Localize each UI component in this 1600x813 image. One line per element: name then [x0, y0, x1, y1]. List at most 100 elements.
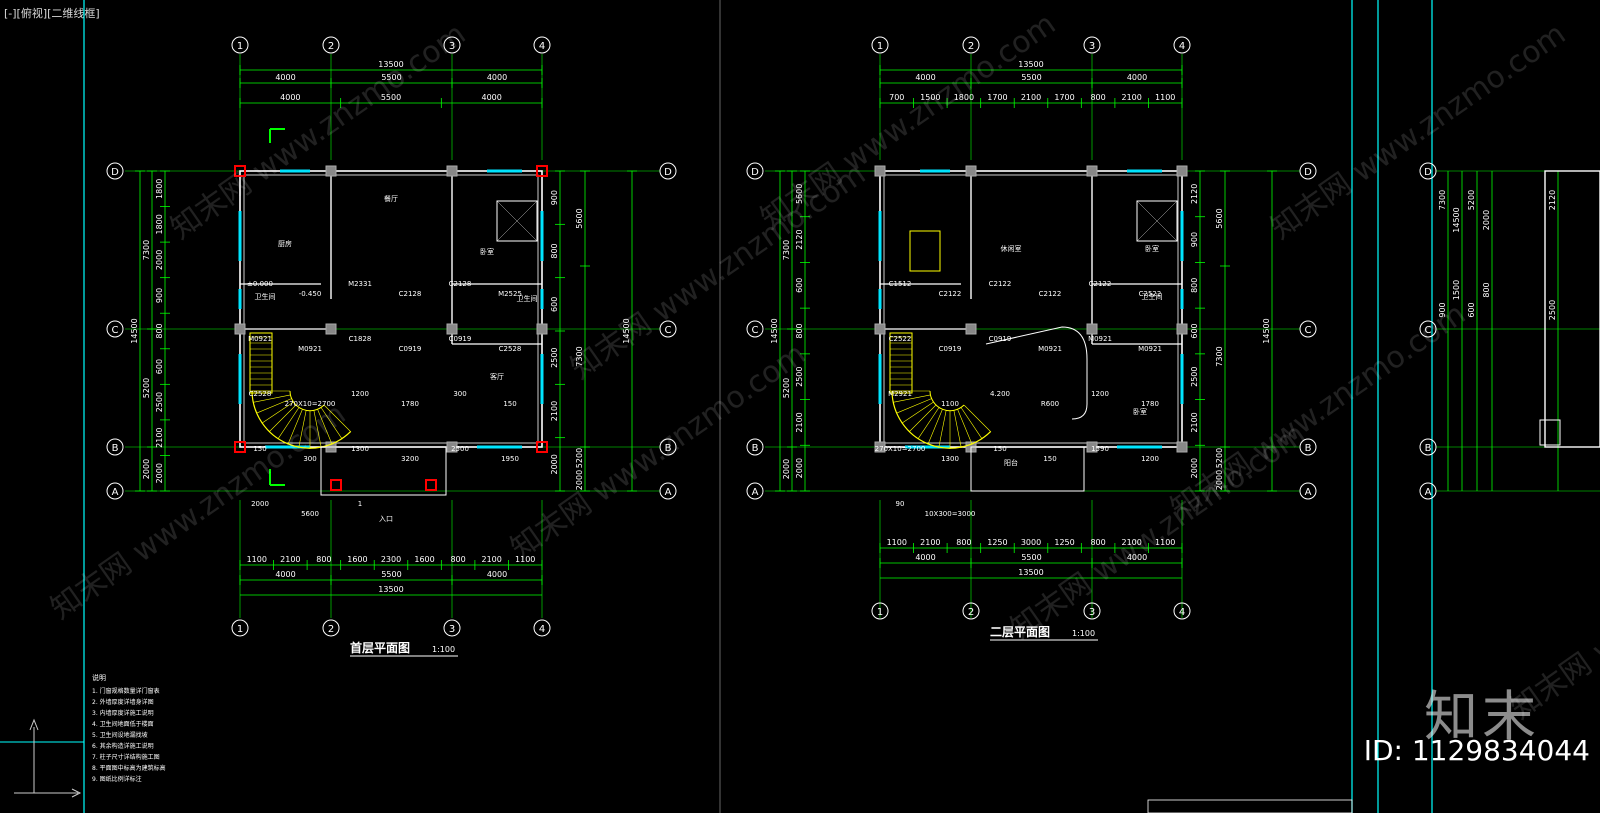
axis-label: D	[111, 167, 119, 178]
note-line: 5. 卫生间设地漏找坡	[92, 731, 148, 739]
plan-annotation: C1828	[349, 335, 372, 343]
plan-annotation: M0921	[1038, 345, 1062, 353]
room-label: 卫生间	[517, 294, 538, 303]
axis-bubble	[1083, 36, 1101, 54]
axis-label: 2	[968, 607, 974, 618]
dim-label: 4000	[915, 73, 935, 82]
axis-bubble	[231, 619, 249, 637]
dim-label: 5200	[782, 378, 791, 398]
axis-bubble	[443, 619, 461, 637]
dim-label: 600	[550, 297, 559, 312]
dim-label: 4000	[915, 553, 935, 562]
plan-annotation: M0921	[1088, 335, 1112, 343]
dim-label: 5600	[1215, 208, 1224, 228]
structural-column	[1086, 441, 1098, 453]
axis-label: 1	[237, 41, 243, 52]
axis-bubble	[659, 438, 677, 456]
stair-tread	[256, 398, 292, 414]
axis-label: C	[112, 325, 119, 336]
note-line: 6. 其余构造详施工说明	[92, 742, 154, 750]
axis-bubble	[746, 438, 764, 456]
dim-label: 2000	[795, 458, 804, 478]
exterior-wall	[1544, 170, 1600, 448]
axis-label: B	[112, 443, 119, 454]
plan-annotation: ±0.000	[247, 280, 273, 288]
exterior-wall-inner	[883, 174, 1179, 444]
axis-label: A	[112, 487, 119, 498]
plan-annotation: C2522	[1139, 290, 1162, 298]
stair-tread	[253, 394, 291, 403]
dim-label: 2000	[1215, 470, 1224, 490]
structural-column	[325, 165, 337, 177]
plan-annotation: 150	[253, 445, 266, 453]
axis-bubble	[1299, 162, 1317, 180]
dim-label: 4000	[1127, 73, 1147, 82]
dim-label: 2000	[550, 454, 559, 474]
dim-label: 5200	[575, 448, 584, 468]
structural-column	[1086, 165, 1098, 177]
dim-label: 2100	[1021, 93, 1041, 102]
plan-annotation: C0919	[989, 335, 1012, 343]
plan-annotation: C2528	[499, 345, 522, 353]
plan-annotation: C0919	[449, 335, 472, 343]
plan-annotation: 150	[993, 445, 1006, 453]
bed-symbol	[496, 200, 538, 242]
axis-label: 3	[1089, 607, 1095, 618]
dim-label: 600	[795, 278, 804, 293]
watermark-text: 知末网 www.znzmo.com	[165, 17, 473, 247]
room-label: 卧室	[1145, 244, 1159, 253]
plan-annotation: 1	[358, 500, 362, 508]
axis-bubble	[1419, 162, 1437, 180]
viewport-label[interactable]: [-][俯视][二维线框]	[4, 7, 100, 20]
axis-bubble	[1419, 482, 1437, 500]
dim-label: 5200	[1215, 448, 1224, 468]
plan-annotation: C2128	[399, 290, 422, 298]
plan-title: 二层平面图	[990, 625, 1050, 639]
stair-tread	[261, 401, 294, 424]
plan-annotation: C2122	[939, 290, 962, 298]
dim-label: 14500	[770, 318, 779, 343]
stair-tread	[901, 401, 934, 424]
axis-label: B	[665, 443, 672, 454]
axis-bubble	[1299, 482, 1317, 500]
stair-tread	[917, 407, 940, 440]
axis-label: 2	[968, 41, 974, 52]
axis-bubble	[533, 36, 551, 54]
dim-label: 2500	[1190, 367, 1199, 387]
room-label: 卫生间	[1142, 292, 1163, 301]
dim-label: 1250	[1054, 538, 1074, 547]
stair-tread	[317, 409, 333, 445]
watermark-text: 知末网 www.znzmo.com	[755, 7, 1063, 237]
room-label: 厨房	[278, 239, 292, 248]
dim-label: 2500	[550, 347, 559, 367]
dim-label: 2100	[795, 412, 804, 432]
plan-annotation: -0.450	[299, 290, 322, 298]
dim-label: 7300	[575, 346, 584, 366]
stair-tread	[893, 394, 931, 403]
structural-column	[234, 165, 246, 177]
dim-label: 2000	[142, 459, 151, 479]
dim-label: 5600	[575, 208, 584, 228]
exterior-wall-inner	[243, 174, 539, 444]
plan-annotation: M2921	[888, 390, 912, 398]
axis-bubble	[659, 320, 677, 338]
structural-column	[874, 323, 886, 335]
dim-label: 1800	[954, 93, 974, 102]
structural-column	[446, 323, 458, 335]
dim-label: 2100	[550, 401, 559, 421]
dim-label: 2000	[155, 250, 164, 270]
watermark-text: 知末网 www.znzmo.com	[1265, 17, 1573, 247]
room-label: 客厅	[490, 372, 504, 381]
axis-bubble	[1299, 438, 1317, 456]
dim-label: 5200	[1467, 190, 1476, 210]
watermark-text: 知末网 www.znzmo.com	[505, 337, 813, 567]
axis-label: A	[1425, 487, 1432, 498]
axis-label: D	[751, 167, 759, 178]
ucs-axis-icon	[14, 718, 82, 798]
axis-label: B	[1305, 443, 1312, 454]
dim-label: 1100	[887, 538, 907, 547]
structural-column	[874, 165, 886, 177]
stair-tread	[960, 407, 983, 440]
